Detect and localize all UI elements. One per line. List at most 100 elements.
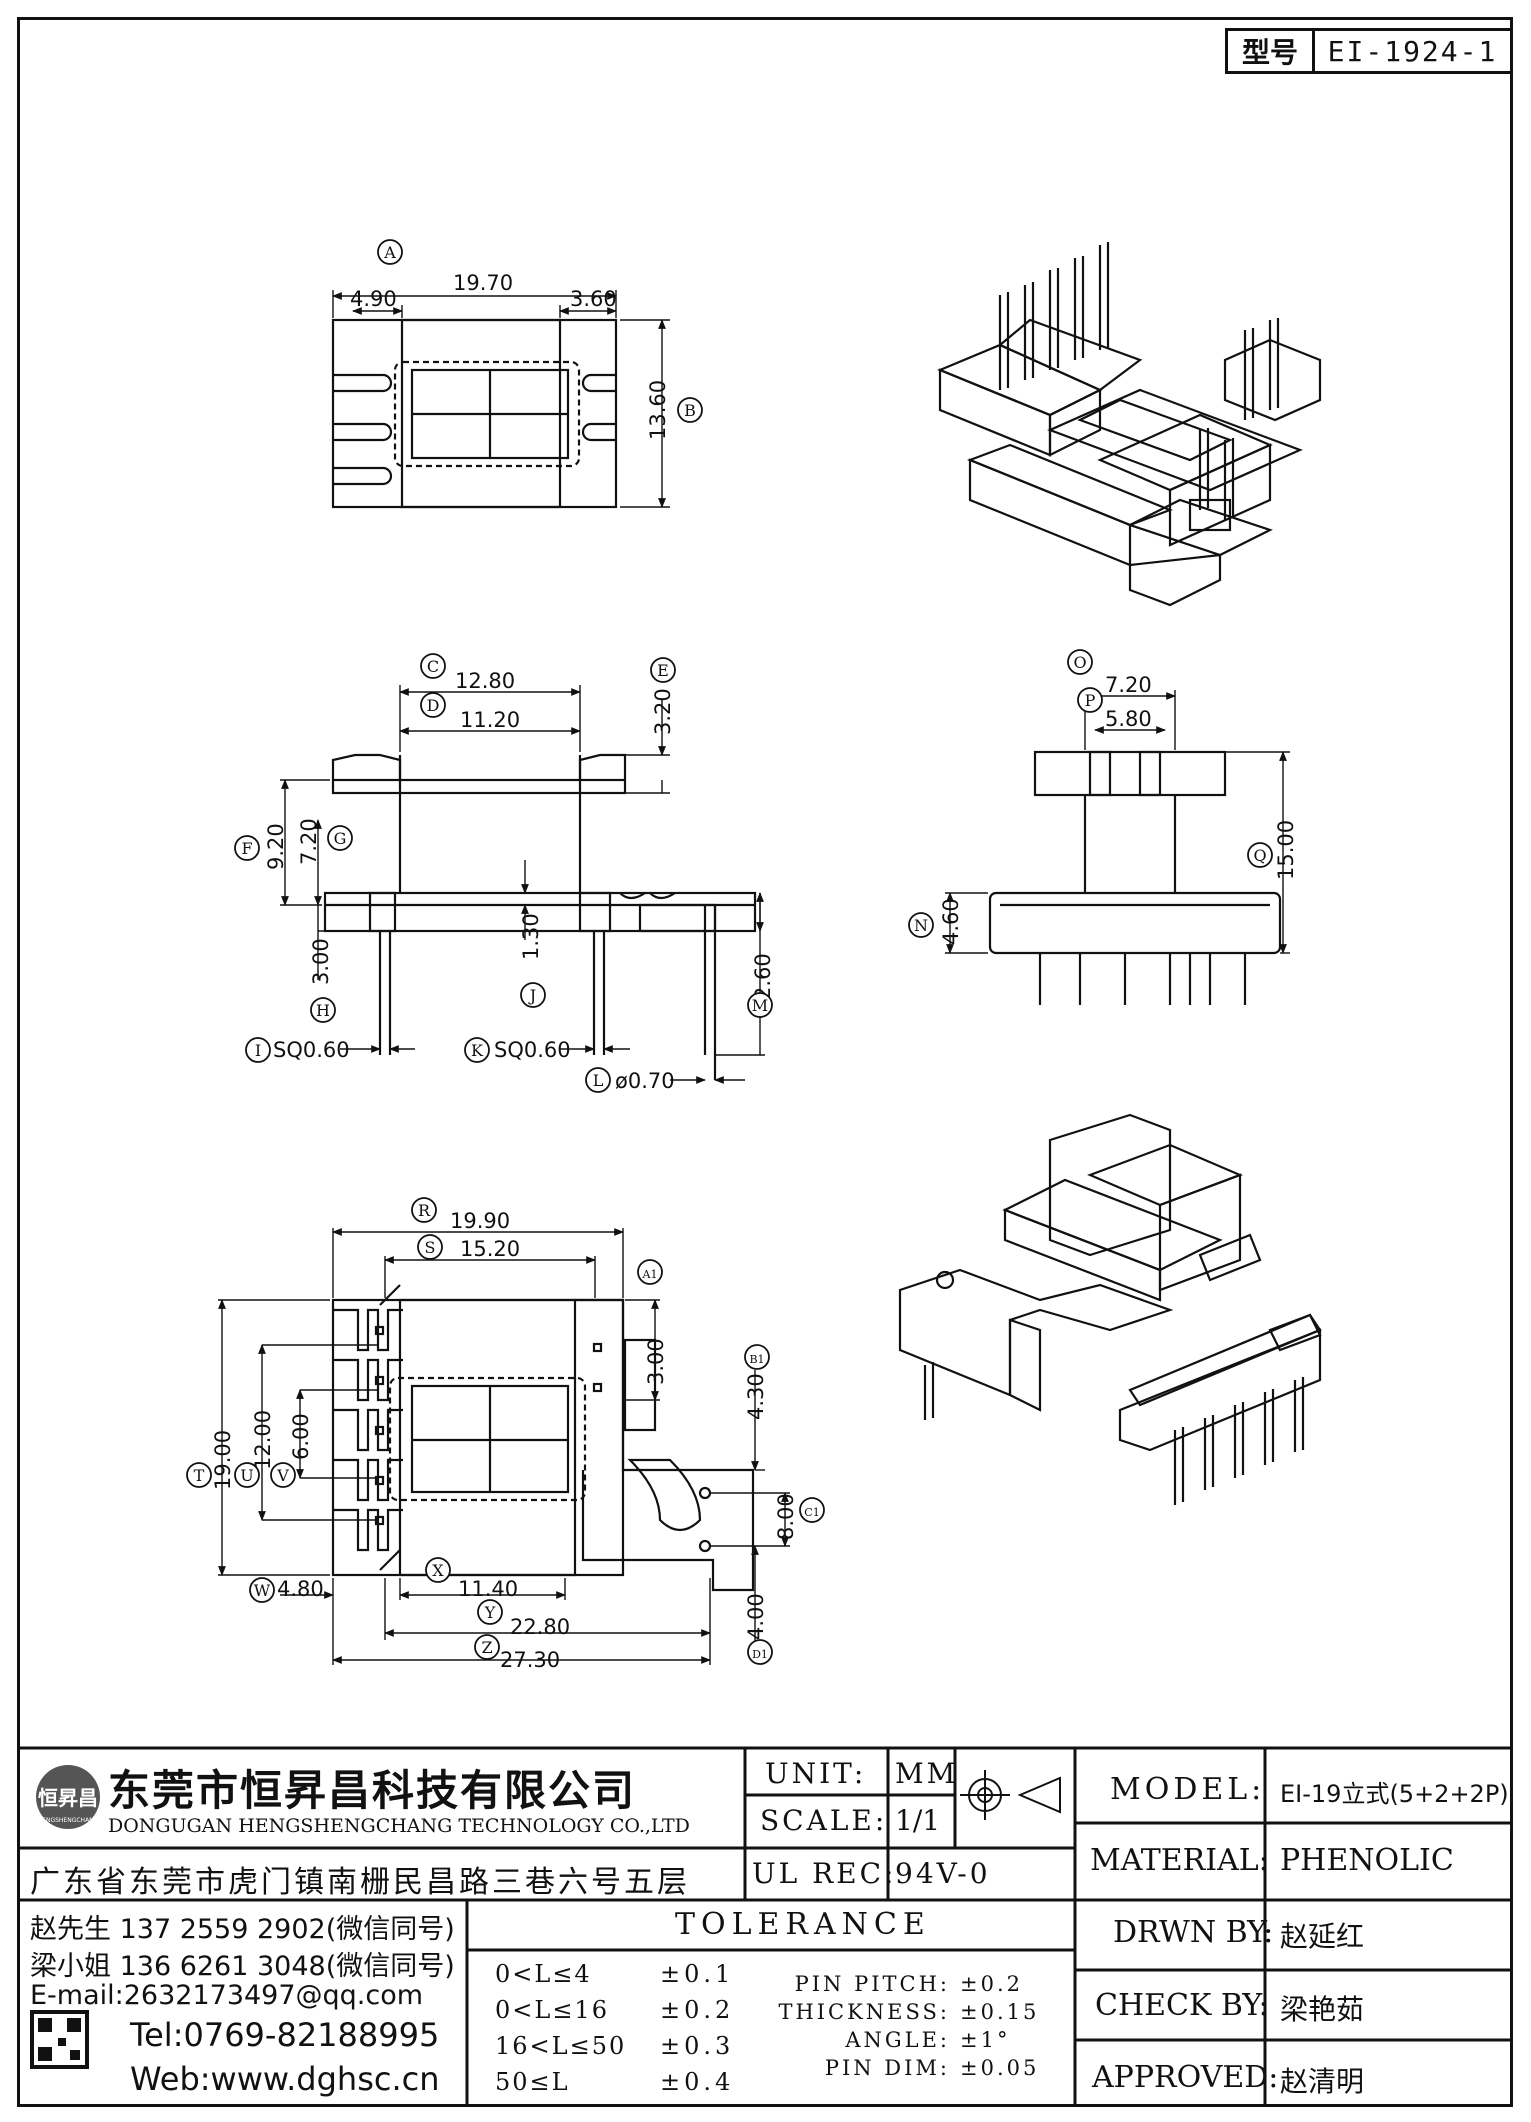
circle-label-s [417,1234,443,1260]
company-logo: 恒昇昌 HENGSHENGCHANG [36,1765,100,1829]
circle-label-d1 [747,1639,773,1665]
circle-label-text-l: L [593,1071,604,1090]
company-name-en: DONGUGAN HENGSHENGCHANG TECHNOLOGY CO.,L… [108,1815,690,1837]
drawn-by-label: DRWN BY: [1113,1915,1274,1950]
circle-label-c1 [799,1497,825,1523]
contact-2: 梁小姐 136 6261 3048(微信同号) [30,1951,455,1982]
circle-label-x [425,1557,451,1583]
circle-label-text-c1: C1 [804,1506,819,1519]
title-block-grid [17,1746,1513,2107]
tolerance-value: ±0.3 [660,2032,735,2060]
pin-tolerance-value: ±0.15 [960,2000,1040,2024]
scale-label: SCALE: [760,1804,888,1837]
dim-V: 6.00 [289,1413,313,1460]
isometric-view-top [937,242,1322,607]
circle-label-text-c: C [427,657,439,676]
dim-X: 11.40 [458,1577,518,1601]
material-label: MATERIAL: [1090,1843,1269,1878]
bottom-view-dimensions: 19.90 15.20 3.00 4.30 8.00 4.00 19.00 12… [211,1209,798,1672]
qr-code [30,2010,89,2069]
dim-A1: 3.00 [644,1338,668,1385]
company-name-cn: 东莞市恒昇昌科技有限公司 [108,1766,637,1815]
dim-C1: 8.00 [774,1493,798,1540]
tolerance-title: TOLERANCE [675,1907,931,1942]
circle-label-text-r: R [418,1201,431,1220]
circle-label-text-b: B [684,401,696,420]
circle-label-text-d1: D1 [752,1648,768,1661]
scale-value: 1/1 [895,1804,941,1837]
tolerance-range: 50≤L [495,2068,570,2096]
circle-label-l [585,1067,611,1093]
top-view [331,290,670,509]
circle-label-t [186,1462,212,1488]
circle-label-text-w: W [254,1581,271,1600]
pin-tolerance-value: ±0.05 [960,2056,1040,2080]
dim-B: 13.60 [646,380,670,440]
pin-tolerance-label: PIN DIM: [824,2056,950,2080]
top-view-dimensions: 19.70 4.90 3.60 13.60 [350,271,670,440]
projection-symbol [960,1770,1061,1820]
circle-label-d [420,692,446,718]
tolerance-range: 0<L≤16 [495,1996,609,2024]
model-label: MODEL: [1110,1772,1266,1807]
circle-label-text-v: V [276,1466,289,1485]
side-view [945,690,1290,1005]
ulrec-label: UL REC: [752,1857,897,1890]
drawn-by-value: 赵延红 [1280,1920,1365,1953]
circle-label-text-f: F [241,839,252,858]
contact-email: E-mail:2632173497@qq.com [30,1980,424,2011]
circle-label-e [650,657,676,683]
dim-C: 12.80 [455,669,515,693]
circle-label-text-u: U [240,1466,253,1485]
circle-label-text-j: J [528,986,536,1005]
dim-H: 3.00 [309,938,333,985]
circle-label-text-z: Z [481,1638,492,1657]
circle-label-text-d: D [427,696,440,715]
dim-L: ø0.70 [615,1069,675,1093]
tolerance-range: 16<L≤50 [495,2032,627,2060]
front-view-dimensions: 12.80 11.20 3.20 9.20 7.20 3.00 1.30 2.6… [264,669,775,1093]
unit-label: UNIT: [765,1757,867,1790]
dim-D: 11.20 [460,708,520,732]
dim-W: 4.80 [277,1577,324,1601]
check-by-value: 梁艳茹 [1280,1993,1365,2026]
dim-U: 12.00 [251,1410,275,1470]
dim-T: 19.00 [211,1430,235,1490]
circle-label-text-s: S [425,1238,436,1257]
circle-label-c [420,653,446,679]
logo-text: 恒昇昌 [38,1786,98,1810]
circle-label-i [245,1037,271,1063]
pin-tolerance-label: PIN PITCH: [794,1972,950,1996]
company-address: 广东省东莞市虎门镇南栅民昌路三巷六号五层 [30,1865,690,1900]
drawing-sheet [17,17,1513,2107]
dim-F: 9.20 [264,823,288,870]
model-number-value: EI-1924-1 [1327,34,1498,68]
dim-D1: 4.00 [744,1593,768,1640]
dim-O: 7.20 [1105,673,1152,697]
dim-A: 19.70 [453,271,513,295]
circle-label-r [411,1197,437,1223]
circle-label-text-m: M [752,996,768,1015]
circle-label-j [520,982,546,1008]
circle-label-text-p: P [1085,691,1096,710]
dim-N: 4.60 [939,898,963,945]
tolerance-value: ±0.1 [660,1960,735,1988]
circle-label-text-o: O [1073,653,1086,672]
circle-label-text-k: K [471,1041,484,1060]
dim-P: 5.80 [1105,707,1152,731]
dim-S: 15.20 [460,1237,520,1261]
isometric-view-bottom [898,1113,1322,1505]
unit-value: MM [895,1757,959,1790]
circle-label-text-x: X [432,1561,444,1580]
pin-tolerance-value: ±1° [960,2028,1011,2052]
circle-label-n [908,912,934,938]
contact-1: 赵先生 137 2559 2902(微信同号) [30,1914,455,1945]
material-value: PHENOLIC [1280,1843,1454,1878]
pin-tolerance-label: ANGLE: [845,2028,950,2052]
contact-tel: Tel:0769-82188995 [130,2016,440,2054]
circle-label-text-a: A [383,243,396,262]
front-view [280,685,765,1084]
approved-value: 赵清明 [1280,2065,1365,2098]
circle-label-w [249,1577,275,1603]
dim-E: 3.20 [651,688,675,735]
